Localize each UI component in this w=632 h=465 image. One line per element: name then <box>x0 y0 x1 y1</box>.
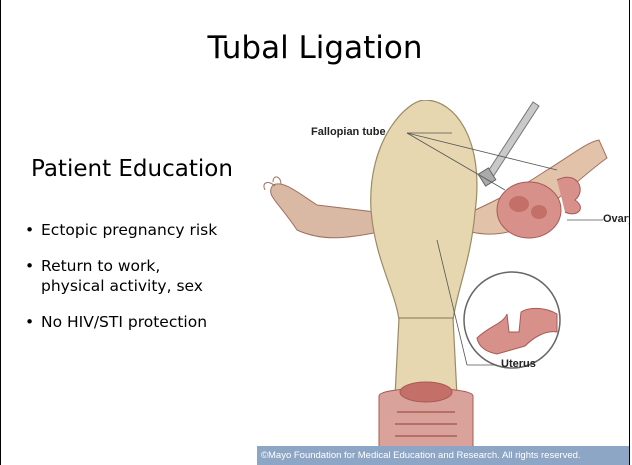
ovary-label: Ovary <box>603 213 630 225</box>
fallopian-tube-label: Fallopian tube <box>311 126 386 138</box>
ovary-shape <box>497 182 561 238</box>
tubal-ligation-illustration: Fallopian tube Ovary Uterus ©Mayo Founda… <box>257 100 630 465</box>
bullet-item: No HIV/STI protection <box>25 312 265 332</box>
bullet-text: physical activity, sex <box>41 276 265 296</box>
copyright-notice: ©Mayo Foundation for Medical Education a… <box>257 446 630 465</box>
anatomy-drawing <box>257 100 630 465</box>
subheading: Patient Education <box>31 156 233 182</box>
left-fallopian-tube <box>270 184 379 238</box>
bullet-text: No HIV/STI protection <box>41 312 265 332</box>
bullet-item: Ectopic pregnancy risk <box>25 220 265 240</box>
uterus-label: Uterus <box>501 358 536 370</box>
slide-title: Tubal Ligation <box>1 30 629 66</box>
bullet-list: Ectopic pregnancy risk Return to work, p… <box>25 220 265 348</box>
bullet-text: Return to work, <box>41 256 265 276</box>
bullet-item: Return to work, physical activity, sex <box>25 256 265 296</box>
surgical-instrument <box>485 102 539 180</box>
bullet-text: Ectopic pregnancy risk <box>41 220 265 240</box>
